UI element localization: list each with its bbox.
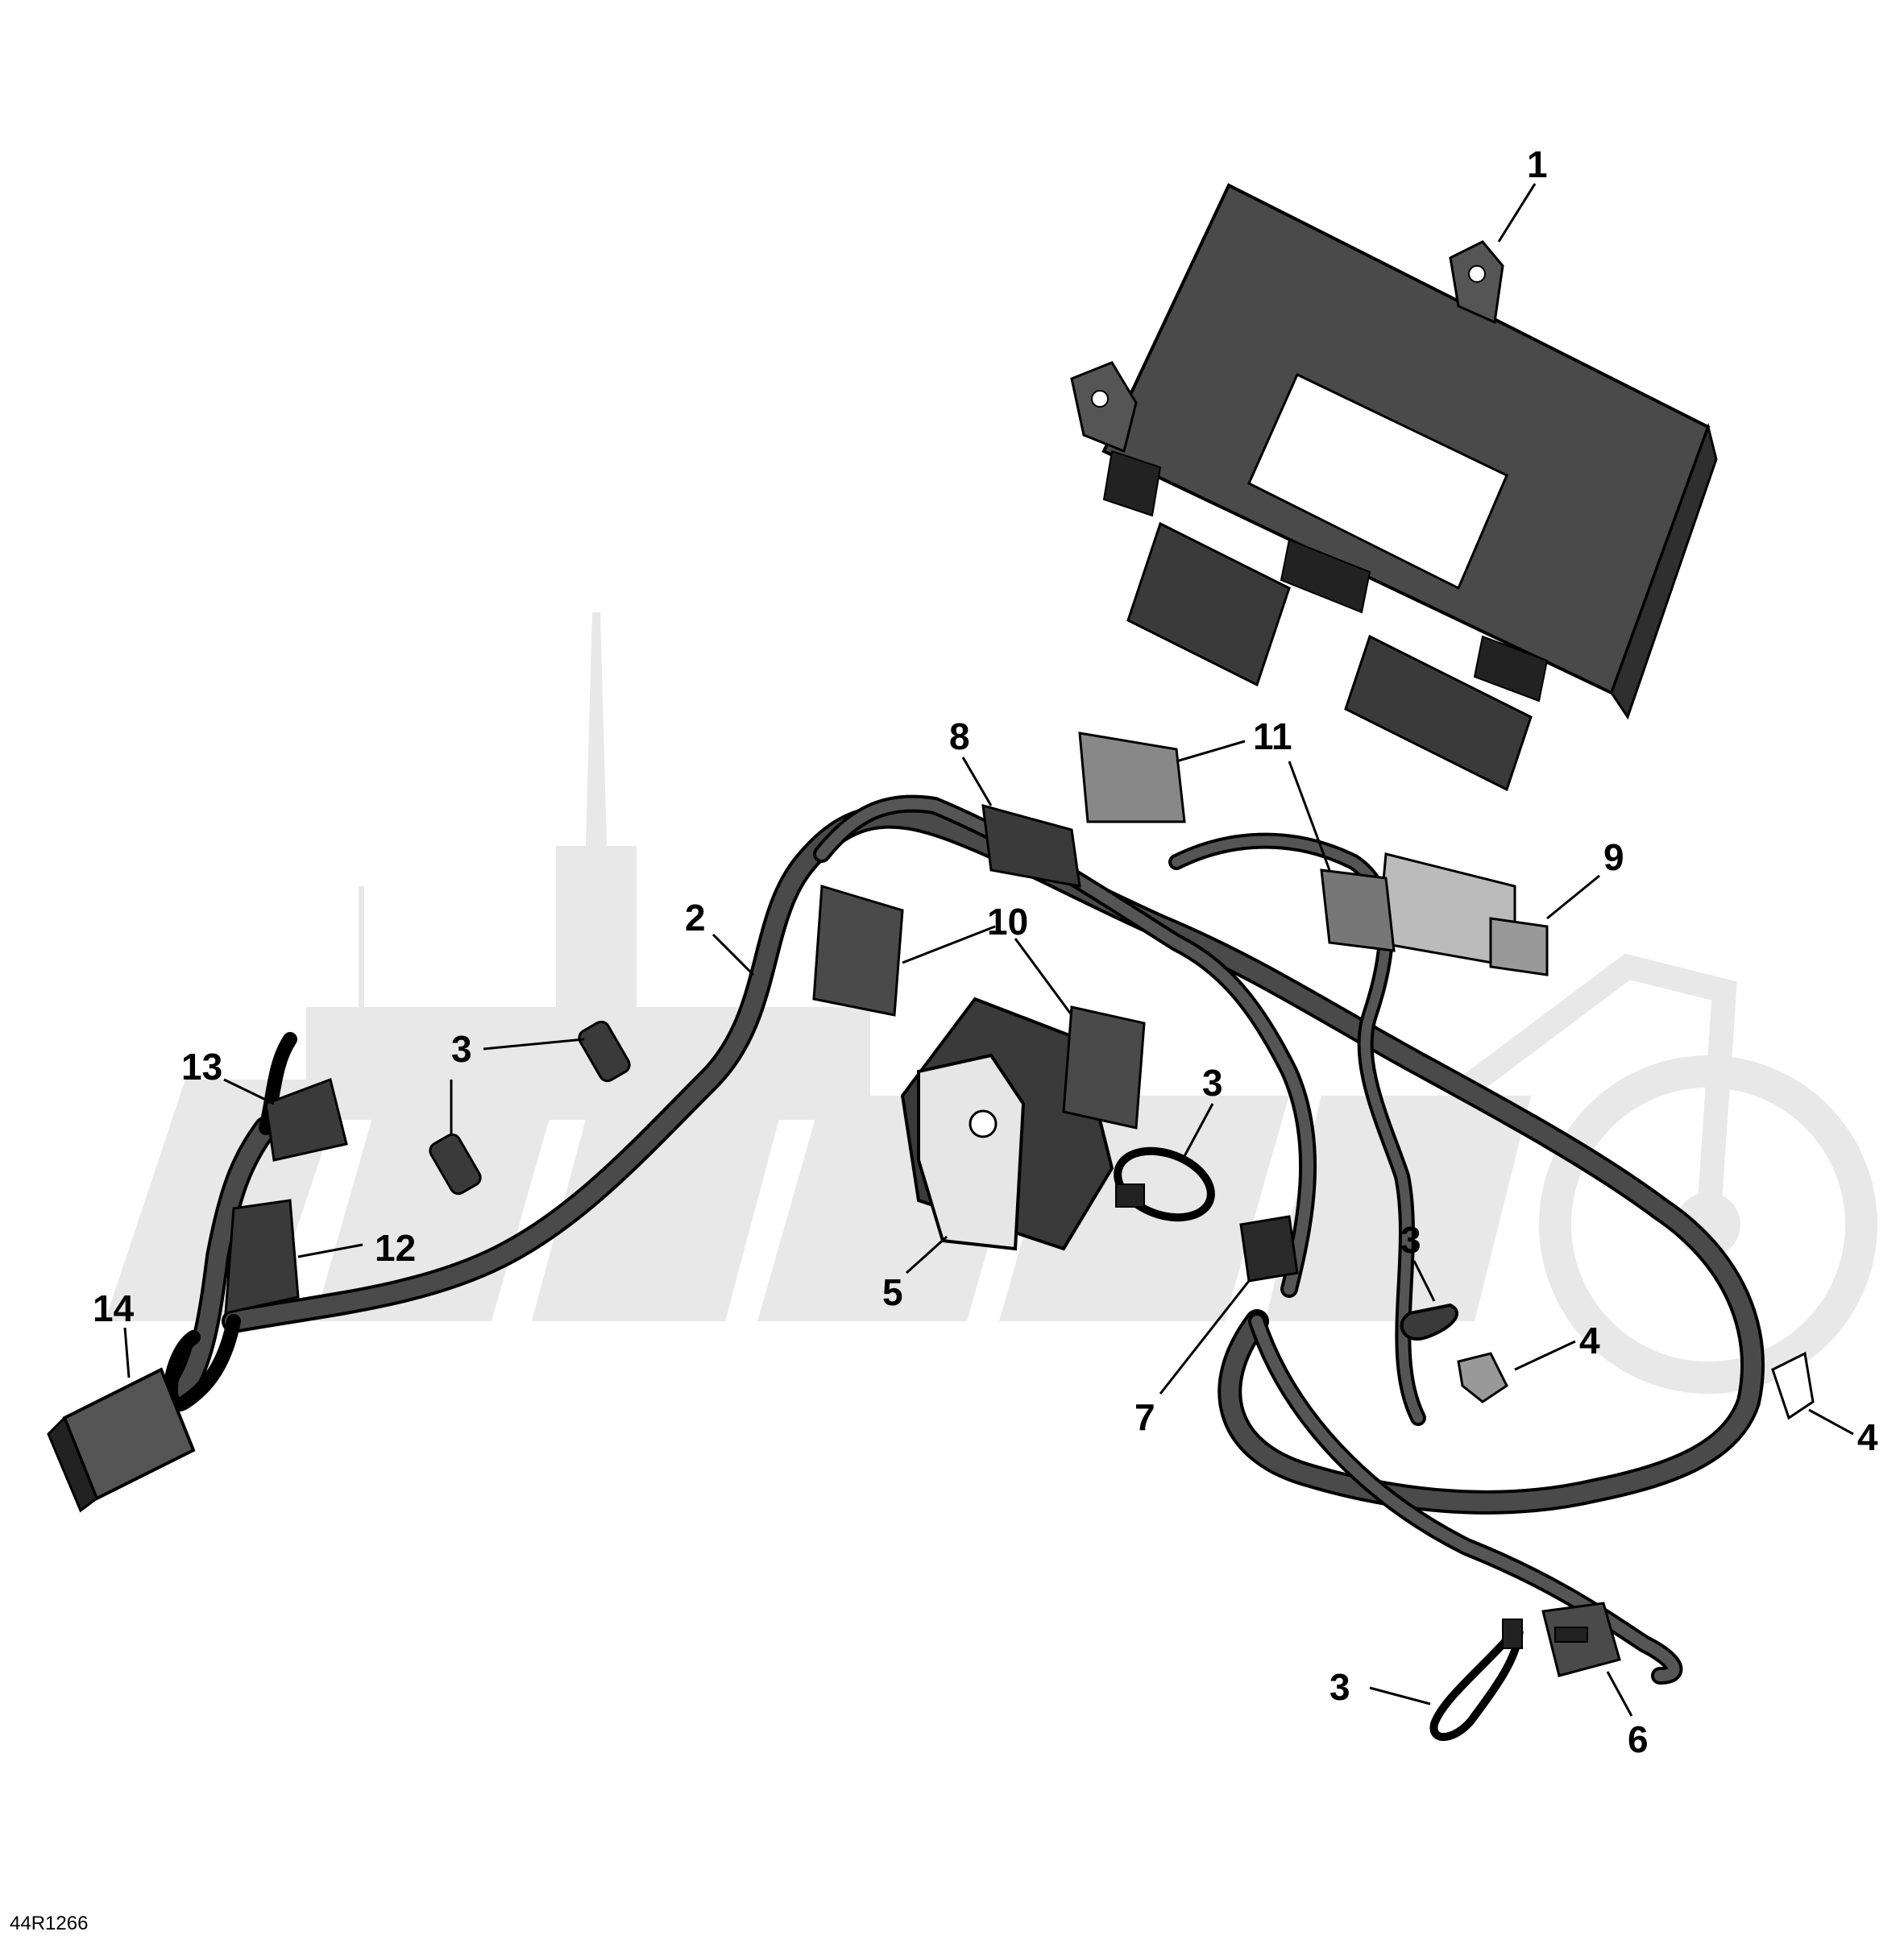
callout-3a: 3 <box>451 1028 472 1070</box>
callout-3c: 3 <box>1202 1062 1223 1104</box>
watermark-frame <box>1459 953 1737 1226</box>
connector-7 <box>1239 1215 1299 1283</box>
callout-2: 2 <box>685 897 706 939</box>
connector-12 <box>224 1199 300 1315</box>
leader-11a <box>1176 740 1246 763</box>
diagram-code: 44R1266 <box>10 1913 88 1934</box>
leader-3a <box>483 1038 585 1051</box>
leader-9 <box>1546 874 1600 920</box>
ecu-module <box>1070 183 1718 792</box>
leader-3e <box>1369 1686 1431 1706</box>
callout-4b: 4 <box>1857 1416 1878 1458</box>
ecu-clip-1 <box>1102 450 1162 517</box>
cable-ties <box>429 1020 1524 1741</box>
ecu-clip-3 <box>1473 635 1549 703</box>
leader-12 <box>297 1243 363 1258</box>
ecu-connector-right <box>1344 634 1533 792</box>
connector-10a <box>812 885 904 1017</box>
callout-12: 12 <box>375 1227 416 1269</box>
clips <box>1457 1351 1815 1420</box>
ecu-mount-hole-top <box>1468 265 1486 283</box>
harness-branch-right-inner <box>1172 835 1423 1423</box>
harness-main <box>168 807 1762 1511</box>
clip-b <box>1771 1351 1815 1420</box>
leader-5 <box>905 1235 948 1275</box>
leader-1 <box>1497 183 1537 242</box>
connector-13-body <box>264 1078 348 1162</box>
cable-tie-e <box>1429 1631 1524 1741</box>
watermark-letter-3 <box>532 1080 790 1321</box>
connector-9 <box>1376 852 1549 976</box>
leader-lines <box>123 183 1854 1717</box>
callout-8: 8 <box>949 715 970 757</box>
watermark <box>105 612 1877 1394</box>
callout-5: 5 <box>882 1271 903 1313</box>
callout-1: 1 <box>1527 143 1548 185</box>
connector-8-body <box>981 803 1081 888</box>
connector-9-cap <box>1489 917 1549 976</box>
leader-3d <box>1412 1260 1436 1302</box>
leader-8 <box>961 756 993 806</box>
leader-6 <box>1606 1671 1633 1717</box>
connectors-11 <box>1078 732 1396 952</box>
cable-tie-d <box>1400 1303 1458 1341</box>
ecu-label-plate <box>1247 372 1508 591</box>
leader-10b <box>1014 938 1073 1016</box>
callout-6: 6 <box>1628 1718 1649 1760</box>
ecu-side-face <box>1610 422 1718 720</box>
throttle-sensor <box>900 997 1114 1251</box>
leader-3c <box>1183 1103 1214 1157</box>
connector-13 <box>264 1078 348 1162</box>
leader-11b <box>1288 761 1331 871</box>
leader-4b <box>1808 1408 1854 1436</box>
harness-branch-lower-inner <box>1251 1316 1680 1681</box>
harness-branch-upper-inner <box>816 798 1314 1295</box>
leader-2 <box>711 933 755 976</box>
cable-tie-c-head <box>1115 1183 1145 1208</box>
connector-7-body <box>1239 1215 1299 1283</box>
connector-6 <box>1541 1602 1621 1677</box>
leader-4a <box>1514 1340 1576 1371</box>
leader-13 <box>223 1078 275 1105</box>
callout-7: 7 <box>1135 1396 1155 1438</box>
connector-12-body <box>224 1199 300 1315</box>
clip-a <box>1457 1352 1508 1403</box>
ecu-mount-tab-left <box>1070 361 1138 454</box>
cable-tie-b <box>429 1133 482 1196</box>
callout-11: 11 <box>1253 715 1292 757</box>
callout-labels: 1 2 3 3 3 3 3 4 4 5 6 7 8 9 10 11 12 13 … <box>93 143 1878 1760</box>
cable-tie-e-head <box>1502 1619 1523 1649</box>
connector-11a <box>1078 732 1186 823</box>
watermark-letter-6 <box>1265 1096 1531 1321</box>
cable-tie-c-loop <box>1114 1146 1215 1222</box>
connector-8 <box>981 803 1081 888</box>
wiring-harness <box>163 794 1765 1685</box>
callout-10: 10 <box>987 901 1028 943</box>
callout-3e: 3 <box>1329 1666 1350 1708</box>
connectors-10 <box>812 885 1146 1130</box>
callout-3d: 3 <box>1400 1219 1421 1261</box>
callout-9: 9 <box>1603 836 1624 878</box>
sensor-bracket-hole <box>969 1109 998 1138</box>
callout-4a: 4 <box>1579 1320 1600 1362</box>
leader-7 <box>1159 1280 1251 1395</box>
leader-14 <box>123 1327 131 1378</box>
watermark-flagpole <box>359 886 364 1015</box>
connector-10b <box>1062 1005 1146 1130</box>
leader-10a <box>902 925 996 964</box>
connector-11b <box>1320 868 1396 952</box>
ecu-mount-hole-left <box>1091 390 1109 408</box>
callout-13: 13 <box>181 1046 222 1088</box>
ecu-clip-2 <box>1280 538 1371 614</box>
callout-14: 14 <box>93 1287 135 1329</box>
cable-tie-a <box>578 1020 631 1083</box>
connector-14 <box>47 1367 196 1513</box>
ecu-connector-left <box>1126 521 1291 687</box>
sensor-bracket <box>917 1053 1026 1251</box>
connector-6-latch <box>1554 1627 1588 1643</box>
connector-14-face <box>47 1416 98 1513</box>
